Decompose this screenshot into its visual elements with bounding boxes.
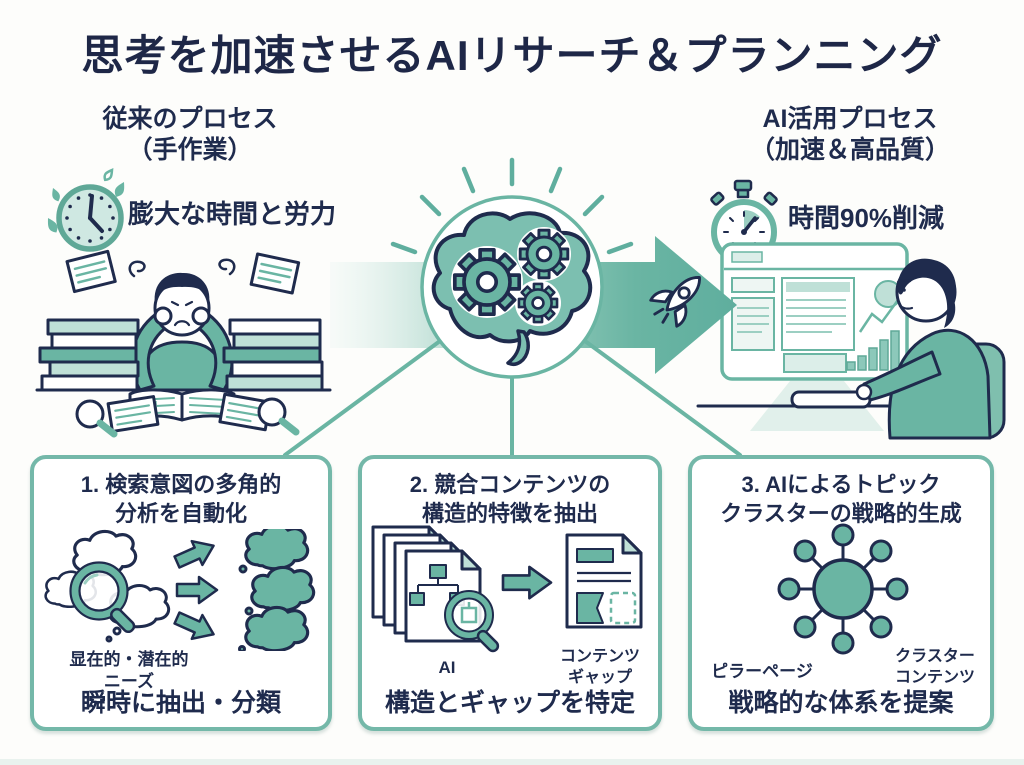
step2-title: 2. 競合コンテンツの 構造的特徴を抽出 — [409, 472, 611, 526]
paper-icon — [65, 249, 301, 295]
monitor-dashboard — [720, 242, 909, 381]
classification-arrows — [170, 532, 221, 648]
person-hand — [855, 383, 873, 401]
bar-chart-icon — [846, 330, 900, 371]
person-hair — [154, 272, 210, 304]
step3-caption-right: クラスター コンテンツ — [894, 648, 975, 686]
step1-title: 1. 検索意図の多角的 分析を自動化 — [80, 472, 282, 526]
content-gap-document-icon — [565, 533, 643, 629]
ai-process-heading: AI活用プロセス （加速＆高品質） — [695, 104, 1005, 165]
person-arm — [862, 350, 942, 402]
magnifier-icon — [75, 397, 300, 438]
brain-stem — [506, 329, 530, 366]
manual-process-stat: 膨大な時間と労力 — [128, 199, 337, 229]
thought-bubbles-filled — [238, 529, 316, 651]
manual-process-heading: 従来のプロセス （手作業） — [35, 104, 345, 165]
person-face — [170, 300, 194, 327]
step-box-2: 2. 競合コンテンツの 構造的特徴を抽出 — [358, 455, 662, 731]
step1-caption: 显在的・潜在的 ニーズ — [69, 650, 189, 692]
manual-process-heading-line1: 従来のプロセス — [102, 105, 278, 133]
step-box-3: 3. AIによるトピック クラスターの戦略的生成 — [688, 455, 994, 731]
clock-ticks — [65, 193, 115, 243]
magnifier-icon — [69, 561, 136, 634]
step1-footer: 瞬時に抽出・分類 — [80, 689, 281, 717]
person-body — [887, 328, 992, 440]
competitor-analysis-illustration — [371, 525, 643, 653]
central-hub — [283, 157, 742, 457]
clock-hands — [88, 194, 104, 233]
step2-footer: 構造とギャップを特定 — [384, 689, 635, 717]
stressed-researcher-illustration — [35, 249, 332, 438]
page-title: 思考を加速させるAIリサーチ＆プランニング — [81, 32, 943, 79]
magnifier-icon — [444, 590, 500, 653]
sweat-drops — [47, 168, 125, 233]
gap-dashed-box — [609, 591, 637, 625]
stopwatch-center — [741, 229, 747, 235]
connector-lines — [283, 339, 742, 457]
step3-caption-left: ピラーページ — [711, 662, 813, 681]
intent-analysis-illustration — [44, 529, 316, 651]
brain-with-gears-icon — [431, 211, 593, 366]
idea-rays — [390, 157, 634, 255]
step2-caption-right: コンテンツ ギャップ — [559, 648, 640, 686]
person-at-computer-illustration — [696, 242, 1006, 440]
bottom-strip — [0, 759, 1024, 765]
thought-bubbles-outline — [44, 529, 171, 643]
step-box-1: 1. 検索意図の多角的 分析を自動化 — [30, 455, 332, 731]
paper-icon — [106, 392, 272, 433]
stopwatch-buttons — [710, 179, 778, 206]
books-stack-right — [222, 318, 324, 392]
ai-process-stat: 時間90%削減 — [788, 203, 945, 233]
person-face — [896, 279, 914, 310]
rocket-icon — [649, 276, 701, 328]
ai-process-heading-line1: AI活用プロセス — [762, 105, 938, 133]
step3-title: 3. AIによるトピック クラスターの戦略的生成 — [720, 472, 962, 526]
transform-arrow — [501, 565, 553, 600]
ai-process-heading-line2: （加速＆高品質） — [749, 135, 950, 164]
step3-footer: 戦略的な体系を提案 — [728, 689, 954, 717]
cluster-nodes — [777, 523, 909, 655]
topic-cluster-diagram — [777, 523, 909, 655]
pillar-hub-circle — [812, 558, 874, 620]
gear-icon — [451, 227, 571, 326]
clock-with-sweat-icon — [47, 168, 125, 252]
stress-squiggles — [128, 258, 236, 278]
books-stack-left — [38, 318, 140, 392]
step2-caption-left: AI — [438, 658, 456, 677]
person-left-hand — [153, 306, 173, 326]
person-hair — [897, 258, 956, 328]
manual-process-heading-line2: （手作業） — [127, 135, 253, 164]
person-right-hand — [191, 306, 211, 326]
